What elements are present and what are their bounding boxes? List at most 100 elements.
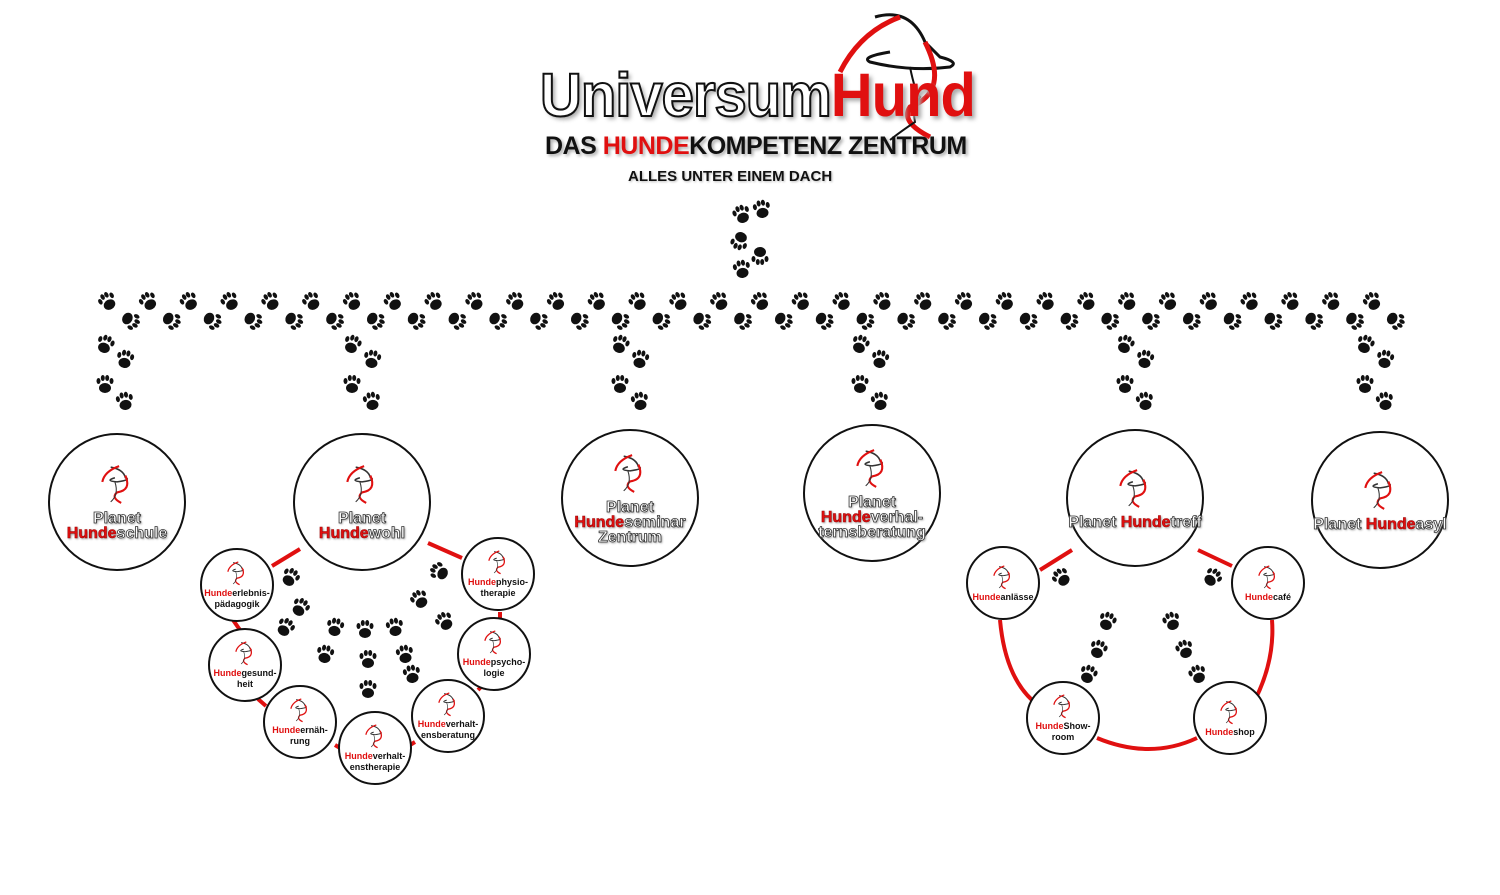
- brand-part-universum: Universum: [539, 60, 833, 130]
- treff-child-node[interactable]: Hundeshop: [1193, 681, 1267, 755]
- paw-print-icon: [1156, 289, 1181, 314]
- label-suffix: asyl: [1415, 515, 1447, 533]
- paw-print-icon: [1278, 289, 1303, 314]
- paw-print-icon: [401, 663, 422, 685]
- paw-print-icon: [611, 375, 629, 393]
- wohl-child-node[interactable]: Hundeerlebnis-pädagogik: [200, 548, 274, 622]
- paw-print-icon: [282, 308, 307, 333]
- node-label: Planet Hundeasyl: [1313, 515, 1447, 533]
- paw-print-icon: [851, 375, 869, 393]
- planet-seminar-zentrum[interactable]: Planet Hundeseminar Zentrum: [561, 429, 699, 567]
- paw-print-icon: [1186, 662, 1209, 686]
- paw-print-icon: [445, 308, 470, 333]
- hat-logo-icon: [101, 465, 129, 504]
- label-prefix: Planet: [847, 493, 897, 511]
- paw-print-icon: [177, 289, 201, 314]
- brand-title: UniversumHund: [539, 60, 976, 130]
- paw-print-icon: [462, 289, 487, 314]
- wohl-child-node[interactable]: Hundegesund-heit: [208, 628, 282, 702]
- paw-print-icon: [359, 680, 377, 698]
- node-label: Hundegesund-heit: [210, 668, 280, 690]
- label-suffix: treff: [1170, 513, 1202, 531]
- paw-print-icon: [1179, 308, 1204, 333]
- label-highlight: Hunde: [344, 751, 373, 761]
- wohl-child-node[interactable]: Hundeverhalt-ensberatung: [411, 679, 485, 753]
- paw-print-icon: [322, 308, 347, 333]
- wohl-child-node[interactable]: Hundeverhalt-enstherapie: [338, 711, 412, 785]
- label-highlight: Hunde: [820, 508, 871, 526]
- paw-print-icon: [1114, 332, 1137, 356]
- tagline-post: KOMPETENZ ZENTRUM: [689, 132, 967, 160]
- hat-logo-icon: [290, 698, 307, 723]
- paw-print-icon: [730, 202, 753, 226]
- paw-print-icon: [432, 609, 457, 634]
- node-label: Planet Hundewohl: [295, 510, 429, 542]
- hat-logo-icon: [1258, 564, 1275, 589]
- paw-print-icon: [731, 258, 752, 280]
- paw-print-icon: [343, 375, 361, 393]
- planet-schule[interactable]: Planet Hundeschule: [48, 433, 186, 571]
- treff-child-node[interactable]: Hundeanlässe: [966, 546, 1040, 620]
- paw-print-icon: [609, 332, 632, 356]
- paw-print-icon: [1057, 308, 1082, 333]
- paw-print-icon: [666, 289, 691, 314]
- planet-verhaltensberatung[interactable]: Planet Hundeverhal-ternsberatung: [803, 424, 941, 562]
- wohl-child-node[interactable]: Hundephysio-therapie: [461, 537, 535, 611]
- treff-child-node[interactable]: Hundecafé: [1231, 546, 1305, 620]
- paw-print-icon: [830, 289, 854, 314]
- paw-print-icon: [812, 308, 837, 333]
- tagline: DAS HUNDEKOMPETENZ ZENTRUM: [545, 132, 967, 161]
- label-suffix: gesund-heit: [236, 668, 277, 689]
- wohl-child-node[interactable]: Hundeernäh-rung: [263, 685, 337, 759]
- paw-print-icon: [1375, 348, 1396, 370]
- label-suffix: verhalt-ensberatung: [420, 719, 479, 740]
- paw-print-icon: [567, 308, 592, 333]
- paw-print-icon: [159, 308, 184, 333]
- paw-print-icon: [649, 308, 674, 333]
- paw-print-icon: [1238, 289, 1262, 314]
- wohl-child-node[interactable]: Hundepsycho-logie: [457, 617, 531, 691]
- paw-print-icon: [869, 390, 890, 412]
- label-prefix: Planet: [1068, 513, 1121, 531]
- paw-print-icon: [1116, 375, 1134, 393]
- paw-print-icon: [503, 289, 528, 314]
- paw-print-icon: [751, 198, 772, 220]
- planet-treff[interactable]: Planet Hundetreff: [1066, 429, 1204, 567]
- paw-print-icon: [894, 308, 919, 333]
- paw-print-icon: [218, 289, 242, 314]
- label-suffix: shop: [1233, 726, 1255, 737]
- paw-print-icon: [1261, 308, 1286, 333]
- hat-logo-icon: [484, 630, 501, 655]
- paw-print-icon: [526, 308, 551, 333]
- node-label: Hundecafé: [1245, 592, 1291, 603]
- treff-child-node[interactable]: HundeShow-room: [1026, 681, 1100, 755]
- node-label: Hundeanlässe: [972, 592, 1033, 603]
- red-connectors: [231, 541, 1275, 751]
- paw-print-icon: [384, 616, 405, 638]
- paw-print-icon: [911, 289, 936, 314]
- label-highlight: Hunde: [467, 577, 496, 587]
- label-suffix: café: [1272, 591, 1291, 602]
- paw-print-icon: [707, 289, 732, 314]
- paw-print-icon: [975, 308, 1000, 333]
- paw-print-icon: [870, 289, 895, 314]
- paw-print-icon: [1049, 564, 1074, 590]
- planet-asyl[interactable]: Planet Hundeasyl: [1311, 431, 1449, 569]
- paw-print-icon: [730, 308, 755, 333]
- planet-wohl[interactable]: Planet Hundewohl: [293, 433, 431, 571]
- paw-print-icon: [626, 289, 650, 314]
- label-highlight: Hunde: [318, 525, 369, 542]
- paw-print-icon: [748, 289, 773, 314]
- paw-print-icon: [1173, 637, 1196, 661]
- brand-part-hund: Hund: [830, 61, 976, 130]
- paw-print-icon: [422, 289, 446, 314]
- node-label: Planet Hundetreff: [1068, 513, 1202, 531]
- subtitle: ALLES UNTER EINEM DACH: [628, 168, 833, 185]
- paw-print-icon: [952, 289, 977, 314]
- paw-print-icon: [258, 289, 283, 314]
- hat-logo-icon: [438, 692, 455, 717]
- paw-print-icon: [427, 559, 452, 584]
- paw-print-icon: [751, 247, 769, 265]
- hat-logo-icon: [365, 724, 382, 749]
- paw-print-icon: [1096, 609, 1119, 633]
